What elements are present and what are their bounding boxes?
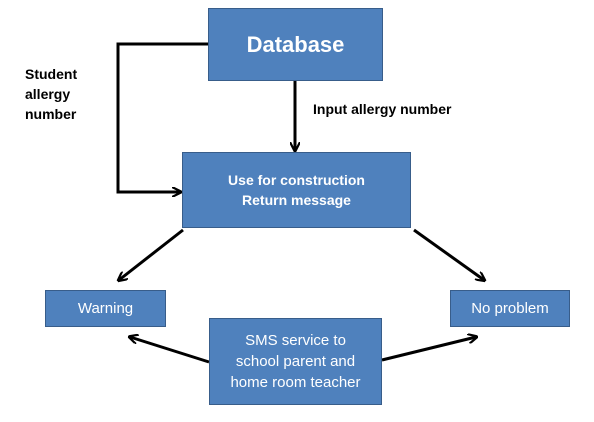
construction-node: Use for construction Return message — [182, 152, 411, 228]
sms-to-warning-arrow — [130, 337, 210, 364]
database-label: Database — [246, 31, 345, 57]
warning-label: Warning — [77, 300, 134, 317]
input-allergy-label: Input allergy number — [313, 101, 452, 117]
sms-label-line1: SMS service to — [245, 332, 346, 349]
student-allergy-line2: allergy — [25, 86, 71, 102]
student-allergy-arrow — [116, 42, 208, 192]
sms-label-line3: home room teacher — [230, 374, 361, 391]
database-node: Database — [208, 8, 383, 81]
construction-label-line2: Return message — [242, 192, 351, 208]
no-problem-label: No problem — [471, 300, 549, 317]
student-allergy-line3: number — [25, 106, 77, 122]
no-problem-node: No problem — [450, 290, 570, 327]
sms-to-no-problem-arrow — [381, 337, 476, 362]
warning-node: Warning — [45, 290, 166, 327]
student-allergy-label: Student allergy number — [25, 64, 115, 124]
sms-label-line2: school parent and — [235, 353, 356, 370]
construction-label-line1: Use for construction — [228, 172, 365, 188]
to-warning-arrow — [119, 228, 184, 280]
to-no-problem-arrow — [413, 228, 484, 280]
student-allergy-line1: Student — [25, 66, 78, 82]
sms-node: SMS service to school parent and home ro… — [209, 318, 382, 405]
